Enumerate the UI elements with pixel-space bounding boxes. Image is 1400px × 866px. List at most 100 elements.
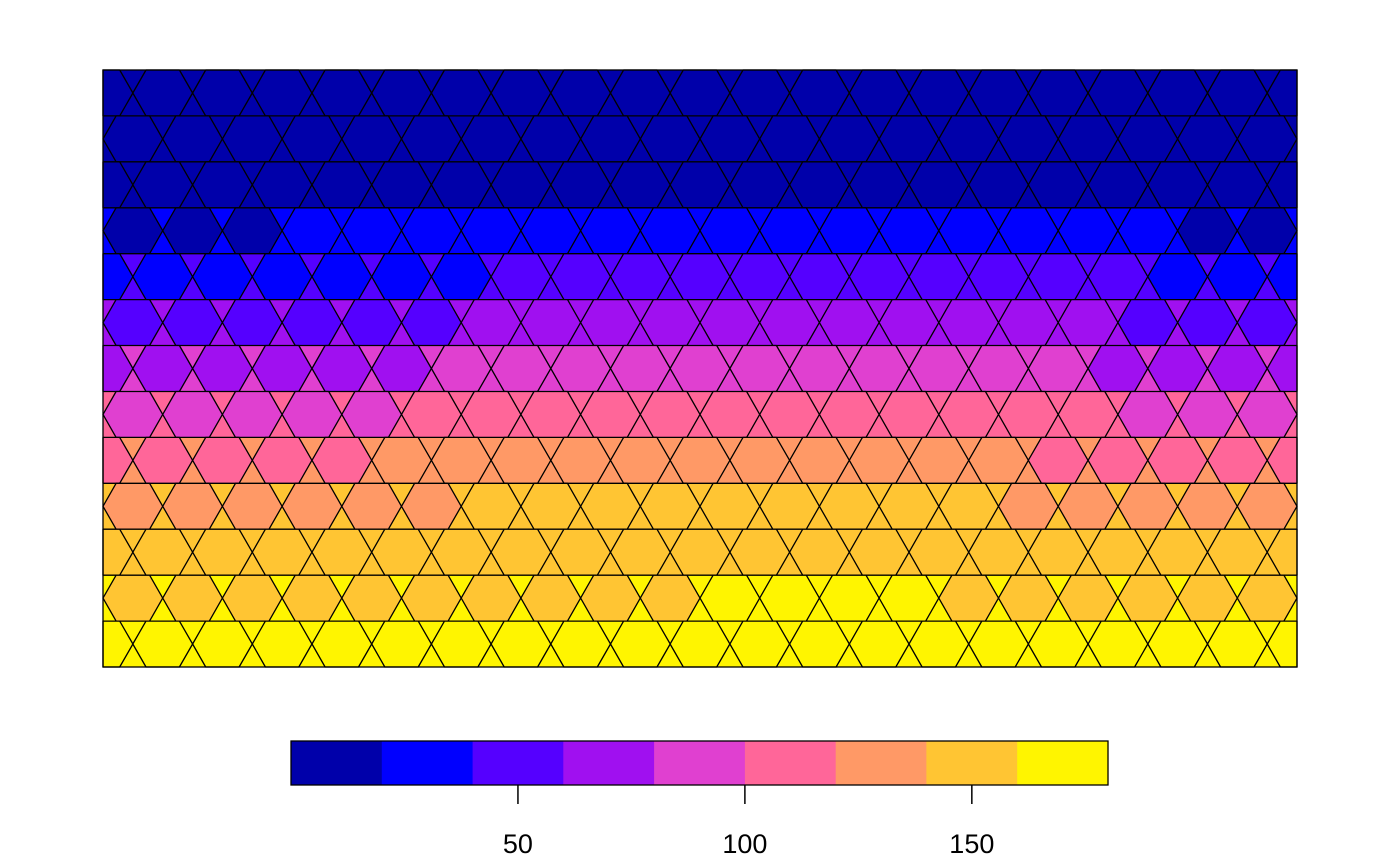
map-cell — [1027, 253, 1089, 301]
map-cell — [191, 344, 253, 393]
map-cell — [221, 574, 283, 622]
map-cell — [938, 115, 1000, 163]
map-cell — [1087, 528, 1149, 576]
map-cell — [490, 436, 552, 484]
map-cell — [1236, 298, 1298, 347]
map-cell — [1057, 390, 1119, 439]
map-cell — [490, 69, 552, 117]
map-cell — [251, 528, 313, 576]
map-cell — [132, 436, 194, 484]
map-cell — [311, 69, 373, 117]
map-cell — [430, 69, 492, 117]
map-cell — [400, 482, 462, 530]
legend-swatch — [926, 741, 1018, 785]
map-cell — [520, 207, 582, 255]
map-cell — [699, 482, 761, 530]
map-cell — [1147, 436, 1209, 484]
map-cell — [490, 620, 552, 668]
map-cell — [1176, 574, 1238, 622]
map-cell — [997, 207, 1059, 255]
map-cell — [281, 390, 343, 439]
legend-swatch — [563, 741, 655, 785]
map-cell — [460, 298, 522, 347]
map-cell — [818, 207, 880, 255]
map-cell — [669, 161, 731, 209]
map-cell — [520, 115, 582, 163]
map-cell — [669, 253, 731, 301]
map-cell — [490, 253, 552, 301]
map-cell — [968, 69, 1030, 117]
map-cell — [818, 482, 880, 530]
map-cell — [251, 69, 313, 117]
map-cell — [1236, 482, 1298, 530]
map-cell — [997, 482, 1059, 530]
map-cell — [1206, 528, 1268, 576]
map-cell — [609, 161, 671, 209]
map-cell — [878, 207, 940, 255]
map-cell — [669, 528, 731, 576]
map-cell — [818, 574, 880, 622]
map-cell — [938, 390, 1000, 439]
map-cell — [1027, 69, 1089, 117]
map-cell — [251, 620, 313, 668]
map-cell — [1087, 436, 1149, 484]
map-cell — [609, 253, 671, 301]
legend-swatch — [291, 741, 383, 785]
map-cell — [430, 253, 492, 301]
map-cell — [1266, 161, 1298, 209]
map-cell — [400, 298, 462, 347]
map-cell — [968, 253, 1030, 301]
map-cell — [1057, 482, 1119, 530]
map-cell — [400, 390, 462, 439]
map-cell — [430, 528, 492, 576]
map-cell — [1206, 253, 1268, 301]
map-cell — [579, 115, 641, 163]
map-cell — [460, 115, 522, 163]
map-cell — [371, 253, 433, 301]
map-cell — [102, 390, 164, 439]
map-cell — [460, 207, 522, 255]
map-cell — [1057, 574, 1119, 622]
map-cell — [550, 161, 612, 209]
map-cell — [788, 69, 850, 117]
map-cell — [938, 298, 1000, 347]
map-cell — [639, 115, 701, 163]
map-cell — [699, 390, 761, 439]
legend-frame — [290, 740, 1109, 786]
map-cell — [908, 436, 970, 484]
map-cell — [371, 69, 433, 117]
map-cell — [1117, 390, 1179, 439]
map-cell — [1266, 436, 1298, 484]
map-cell — [191, 253, 253, 301]
map-cell — [281, 482, 343, 530]
map-cell — [162, 115, 224, 163]
map-cell — [639, 390, 701, 439]
map-cell — [221, 298, 283, 347]
map-cell — [1236, 207, 1298, 255]
map-cell — [430, 161, 492, 209]
legend-swatch — [654, 741, 746, 785]
map-cell — [251, 436, 313, 484]
legend-tick-label: 100 — [722, 829, 767, 859]
map-cell — [162, 482, 224, 530]
map-cell — [162, 298, 224, 347]
map-cell — [132, 253, 194, 301]
map-cell — [371, 436, 433, 484]
map-cell — [878, 574, 940, 622]
map-cell — [490, 528, 552, 576]
map-cell — [430, 436, 492, 484]
map-cell — [460, 482, 522, 530]
map-cell — [878, 115, 940, 163]
map-cell — [788, 528, 850, 576]
map-cell — [788, 253, 850, 301]
map-cell — [430, 620, 492, 668]
map-cell — [1236, 115, 1298, 163]
map-cell — [520, 574, 582, 622]
legend-swatches — [291, 741, 1109, 785]
map-cell — [1236, 390, 1298, 439]
map-cell — [550, 253, 612, 301]
map-cell — [639, 574, 701, 622]
map-cell — [639, 298, 701, 347]
map-cell — [848, 253, 910, 301]
map-cell — [1206, 161, 1268, 209]
